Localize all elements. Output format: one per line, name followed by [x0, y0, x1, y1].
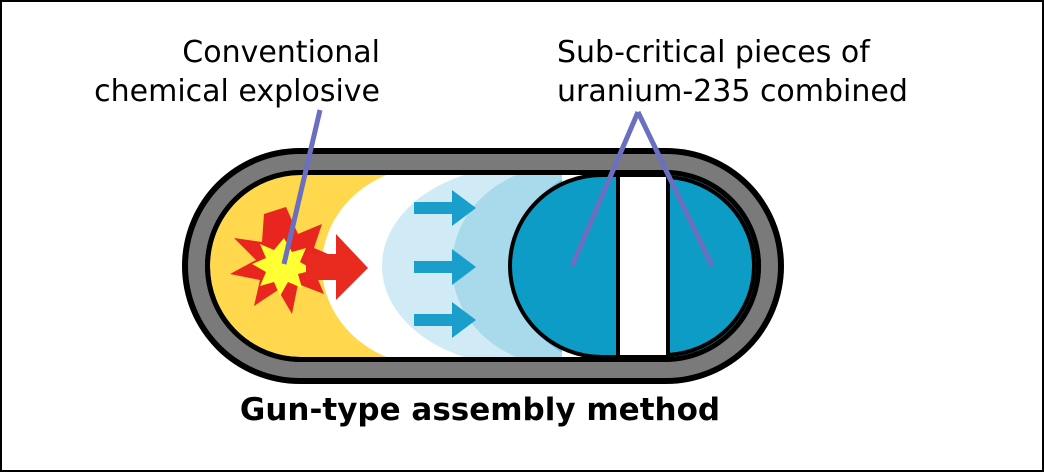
explosive-label-line1: Conventional: [182, 35, 380, 70]
explosion-burst-inner: [252, 238, 314, 296]
inner-chamber-outline: [205, 170, 761, 362]
motion-arrow-bottom: [414, 302, 476, 338]
motion-arrow-middle: [414, 249, 476, 285]
gap-column: [616, 173, 670, 359]
motion-arrow-top: [414, 190, 476, 226]
push-arrow: [306, 234, 368, 300]
uranium-pointer-line-left: [569, 111, 641, 267]
explosive-pointer-line: [281, 109, 323, 265]
explosive-label-line2: chemical explosive: [94, 74, 380, 109]
uranium-label-line2: uranium-235 combined: [557, 74, 908, 109]
uranium-label-line1: Sub-critical pieces of: [557, 35, 871, 70]
uranium-pointer-line-right: [635, 110, 715, 268]
diagram-title: Gun-type assembly method: [240, 392, 720, 428]
